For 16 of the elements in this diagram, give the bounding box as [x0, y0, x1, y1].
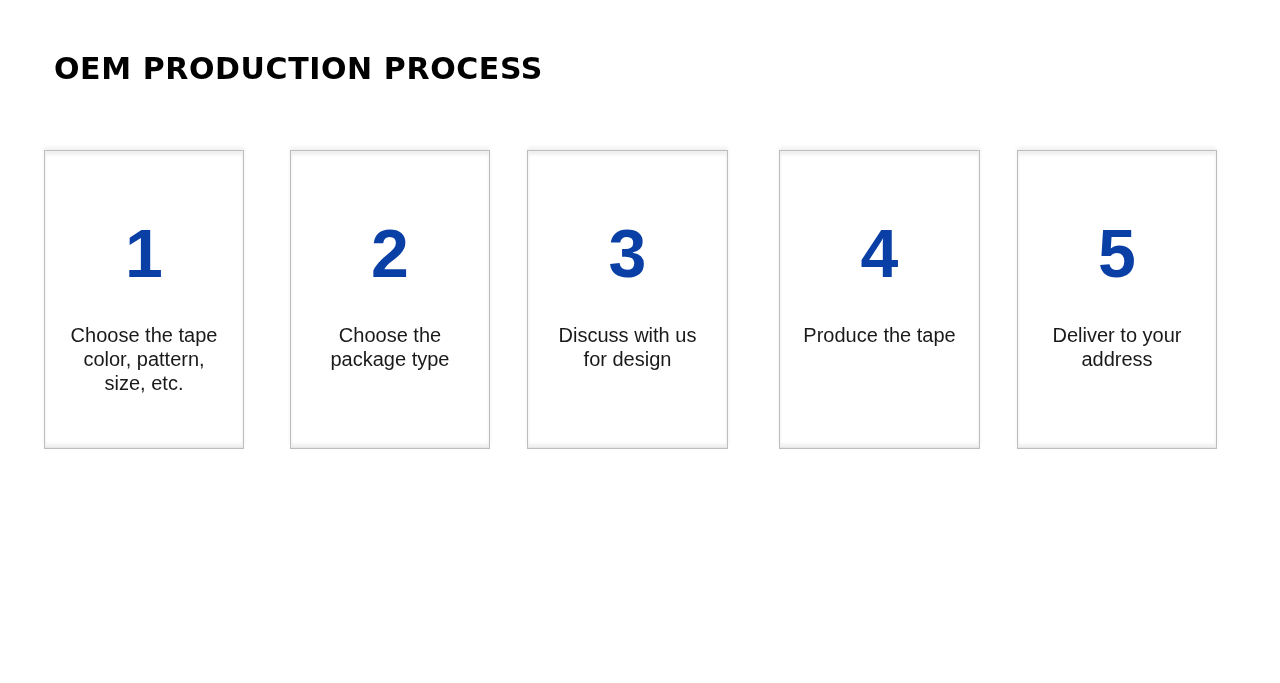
step-card	[779, 150, 980, 449]
step-description: Choose the package type	[329, 323, 451, 371]
step-number: 5	[1097, 215, 1137, 291]
step-description: Deliver to your address	[1051, 323, 1183, 371]
step-card	[290, 150, 490, 449]
step-card	[44, 150, 244, 449]
step-card	[1017, 150, 1217, 449]
step-number: 1	[124, 215, 164, 291]
title: OEM PRODUCTION PROCESS	[54, 51, 543, 86]
step-number: 3	[607, 215, 648, 291]
step-description: Choose the tape color, pattern, size, etc.	[69, 323, 219, 395]
step-description: Produce the tape	[802, 323, 957, 347]
step-number: 4	[859, 215, 900, 291]
step-number: 2	[370, 215, 410, 291]
step-description: Discuss with us for design	[557, 323, 698, 371]
step-card	[527, 150, 728, 449]
